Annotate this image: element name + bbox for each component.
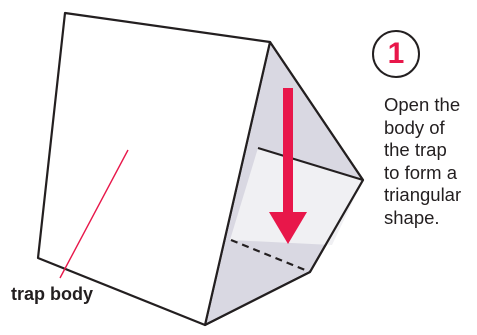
step-instruction: Open the body of the trap to form a tria… xyxy=(384,94,477,230)
trap-body-label: trap body xyxy=(11,284,93,305)
instruction-line: Open the xyxy=(384,94,477,117)
instruction-line: the trap xyxy=(384,139,477,162)
instruction-line: to form a xyxy=(384,162,477,185)
instruction-line: triangular xyxy=(384,184,477,207)
instruction-line: body of xyxy=(384,117,477,140)
step-number: 1 xyxy=(388,39,405,69)
instruction-line: shape. xyxy=(384,207,477,230)
step-number-badge: 1 xyxy=(372,30,420,78)
